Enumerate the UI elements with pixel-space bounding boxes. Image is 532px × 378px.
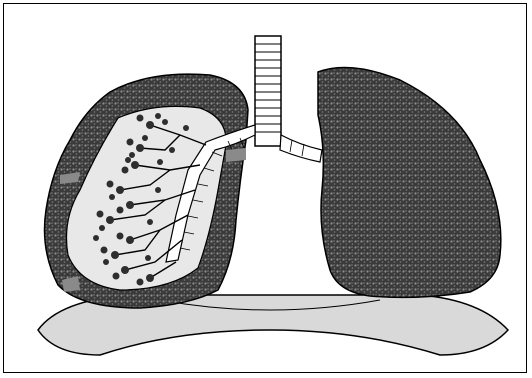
trachea — [255, 36, 281, 146]
lung-accent — [226, 148, 246, 162]
lung-right — [318, 68, 501, 298]
bronchus-right — [280, 135, 322, 162]
